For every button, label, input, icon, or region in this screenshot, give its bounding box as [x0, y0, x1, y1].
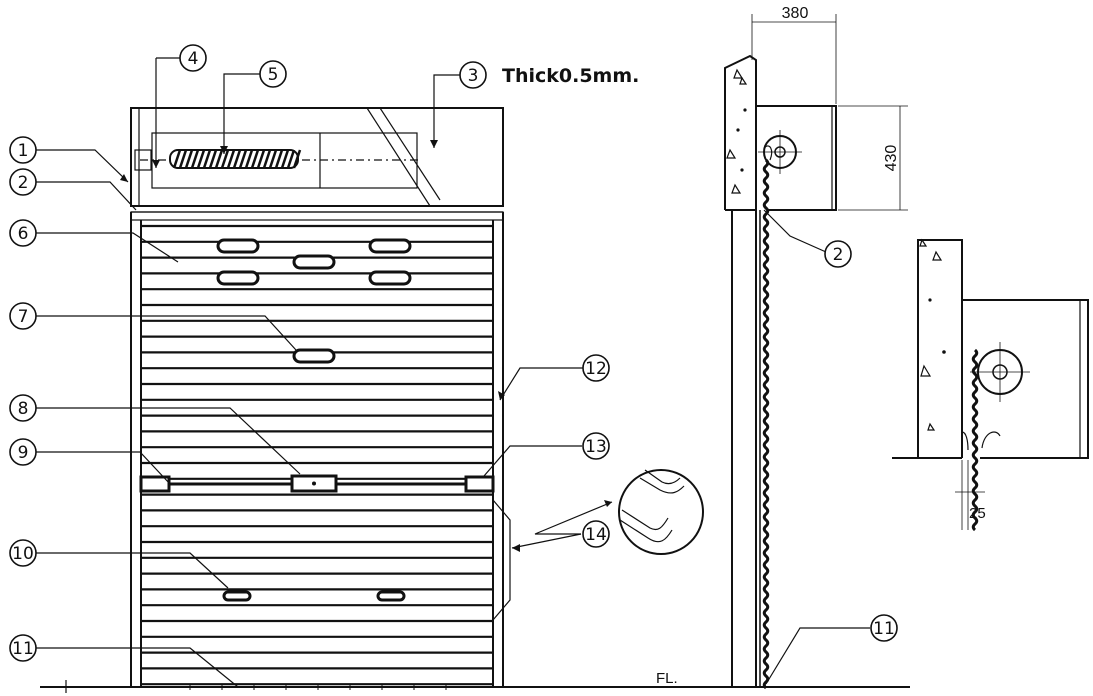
callout-number: 8: [18, 399, 29, 419]
dimension-380: 380: [782, 5, 809, 22]
dimension-25: 25: [969, 505, 986, 522]
callout-9: 9: [9, 438, 37, 466]
lock-bar: [139, 474, 495, 493]
spring-coil: [286, 149, 296, 169]
callout-7: 7: [9, 302, 37, 330]
callout-11: 11: [9, 634, 37, 662]
spring-coil: [214, 149, 224, 169]
detail-hook-2: [961, 431, 969, 451]
callout-3: 3: [459, 61, 487, 89]
slat-detail-circle: [618, 469, 704, 555]
guide-detail-edge: [492, 499, 511, 621]
vent-slots: [216, 238, 412, 364]
detail-bracket: [962, 299, 1089, 459]
box-diagonal: [366, 107, 431, 207]
spring-coil: [256, 149, 266, 169]
front-elevation: [40, 107, 910, 693]
callout-number: 11: [12, 639, 34, 659]
slats: [141, 224, 493, 686]
callout-14: 14: [582, 520, 610, 548]
lintel-bar: [130, 211, 504, 221]
callout-number: 7: [18, 307, 29, 327]
callout-number: 2: [833, 245, 844, 265]
callout-number: 14: [585, 525, 607, 545]
box-diagonal-2: [379, 107, 441, 201]
callout-number: 2: [18, 173, 29, 193]
shaft-end: [134, 149, 152, 171]
callout-number: 13: [585, 437, 607, 457]
thickness-note: Thick0.5mm.: [502, 65, 639, 87]
callout-8: 8: [9, 394, 37, 422]
detail-curtain: [971, 348, 979, 532]
floor-label: FL.: [656, 670, 678, 687]
spring: [169, 149, 302, 169]
callout-13: 13: [582, 432, 610, 460]
callout-10: 10: [9, 539, 37, 567]
detail-concrete-marks: [919, 238, 946, 431]
curtain-profile: [762, 158, 770, 690]
detail-hook: [981, 431, 1001, 449]
spring-coil: [292, 149, 302, 169]
callout-number: 1: [18, 141, 29, 161]
callout-1: 1: [9, 136, 37, 164]
spring-coil: [220, 149, 230, 169]
wall-lintel: [724, 54, 757, 210]
side-section: 380 430 FL.: [656, 5, 908, 690]
detail-wall: [917, 239, 963, 458]
spring-coil: [196, 149, 206, 169]
callout-2: 2: [824, 240, 852, 268]
spring-coil: [238, 149, 248, 169]
curtain-top: [763, 145, 773, 161]
callout-5: 5: [259, 60, 287, 88]
leader-arrows: [120, 140, 612, 552]
callout-number: 6: [18, 224, 29, 244]
callout-11: 11: [870, 614, 898, 642]
callout-4: 4: [179, 44, 207, 72]
spring-coil: [172, 149, 182, 169]
spring-coil: [190, 149, 200, 169]
spring-coil: [274, 149, 284, 169]
spring-coil: [232, 149, 242, 169]
callout-number: 4: [188, 49, 199, 69]
callout-number: 3: [468, 66, 479, 86]
callout-number: 10: [12, 544, 34, 564]
enlarged-detail: 25: [892, 238, 1089, 532]
callout-2: 2: [9, 168, 37, 196]
callout-number: 9: [18, 443, 29, 463]
spring-coil: [280, 149, 290, 169]
spring-coil: [202, 149, 212, 169]
spring-coil: [262, 149, 272, 169]
dimension-430: 430: [883, 145, 900, 172]
spring-coil: [268, 149, 278, 169]
callout-6: 6: [9, 219, 37, 247]
shutter-box: [130, 107, 504, 207]
handle-right: [376, 590, 406, 602]
callout-12: 12: [582, 354, 610, 382]
handle-left: [222, 590, 252, 602]
concrete-marks: [726, 68, 748, 194]
callout-number: 5: [268, 65, 279, 85]
spring-coil: [208, 149, 218, 169]
spring-coil: [244, 149, 254, 169]
bracket: [756, 105, 837, 211]
callout-number: 11: [873, 619, 895, 639]
spring-coil: [178, 149, 188, 169]
callout-number: 12: [585, 359, 607, 379]
leader-lines: [35, 57, 870, 688]
spring-coil: [184, 149, 194, 169]
spring-coil: [226, 149, 236, 169]
spring-coil: [250, 149, 260, 169]
floor-ticks: [189, 684, 447, 690]
